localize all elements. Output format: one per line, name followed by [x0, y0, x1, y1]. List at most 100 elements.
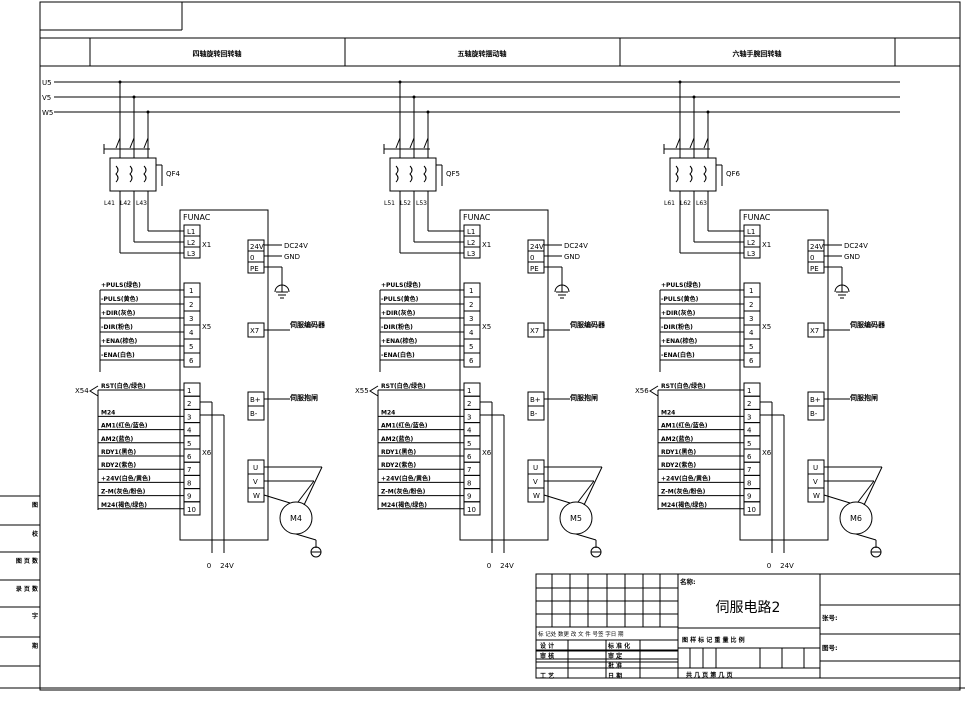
motor-earth: [855, 533, 877, 541]
x6-signal: M24(褐色/绿色): [101, 501, 147, 509]
x6-pin: 5: [747, 440, 751, 448]
x6-pin: 1: [187, 387, 191, 395]
brand-label: FUNAC: [183, 213, 211, 222]
brake-term: B-: [810, 410, 818, 418]
power-term-label: L3: [467, 250, 475, 258]
junction-dot: [706, 110, 710, 114]
x5-signal: -ENA(白色): [101, 351, 135, 359]
uvw-label: W: [253, 492, 260, 500]
x54-arrow: [89, 385, 99, 397]
x6-pin: 6: [467, 453, 472, 461]
switch-blade: [675, 137, 681, 149]
x5-signal: -ENA(白色): [661, 351, 695, 359]
title-block-frame: [535, 573, 961, 679]
thermal-element: [689, 165, 693, 183]
x6-signal: RDY2(紫色): [381, 461, 416, 469]
x6-signal: RST(白色/绿色): [381, 382, 426, 390]
brake-label: 伺服抱闸: [849, 393, 878, 402]
x5-pin: 1: [469, 287, 473, 295]
x6-signal: M24: [101, 409, 115, 416]
x5-pin: 4: [189, 329, 194, 337]
x6-pin: 4: [747, 427, 752, 435]
breaker-box: [109, 157, 157, 192]
junction-dot: [146, 110, 150, 114]
u-wire: [303, 466, 323, 506]
gnd-label: GND: [844, 253, 860, 261]
x5-signal: -ENA(白色): [381, 351, 415, 359]
x5-signal: -PULS(黄色): [381, 295, 419, 303]
x6-signal: AM1(红色/蓝色): [381, 422, 428, 430]
x6-signal: AM2(蓝色): [381, 435, 414, 443]
x6-pin: 8: [187, 479, 191, 487]
x7-label: X7: [530, 327, 539, 335]
uvw-label: V: [253, 478, 258, 486]
v24-label: 24V: [780, 562, 794, 570]
x5-signal: -PULS(黄色): [661, 295, 699, 303]
x5-pin: 1: [749, 287, 753, 295]
supply-term-label: 0: [530, 254, 534, 262]
junction-dot: [132, 95, 136, 99]
power-term-label: L2: [187, 239, 195, 247]
supply-term-label: PE: [810, 265, 819, 273]
x6-pin: 3: [467, 413, 471, 421]
x7-label: X7: [810, 327, 819, 335]
x6-signal: +24V(白色/黄色): [101, 474, 151, 482]
x6-pin: 6: [747, 453, 752, 461]
strip-label: 校: [32, 530, 39, 538]
x5-pin: 3: [749, 315, 753, 323]
strip-label: 期: [31, 642, 38, 650]
power-term-label: L1: [187, 228, 195, 236]
sig-role: 工 艺: [540, 672, 554, 680]
motor-earth: [575, 533, 597, 541]
x6-signal: M24(褐色/绿色): [661, 501, 707, 509]
x5-signal: +ENA(棕色): [101, 337, 138, 345]
x54-label: X55: [355, 387, 369, 395]
x5-pin: 6: [189, 357, 194, 365]
sig-role: 批 准: [608, 662, 622, 670]
breaker-box: [669, 157, 717, 192]
x6-signal: RST(白色/绿色): [661, 382, 706, 390]
thermal-element: [143, 165, 147, 183]
x6-pin: 3: [747, 413, 751, 421]
x6-pin: 7: [747, 466, 751, 474]
x1-label: X1: [202, 241, 211, 249]
x5-signal: -DIR(粉色): [101, 323, 133, 331]
x6-signal: Z-M(灰色/粉色): [381, 488, 426, 496]
power-term-label: L3: [747, 250, 755, 258]
x6-signal: AM1(红色/蓝色): [661, 422, 708, 430]
sig-role: 审 定: [608, 652, 622, 660]
supply-term-label: 24V: [530, 243, 544, 251]
x5-pin: 6: [469, 357, 474, 365]
supply-term-label: 24V: [250, 243, 264, 251]
u-wire: [583, 466, 603, 506]
x6-signal: RDY1(黑色): [381, 448, 416, 456]
title-block: 标 记处 数更 改 文 件 号签 字日 期设 计标 准 化审 核审 定批 准工 …: [535, 573, 961, 680]
switch-blade: [689, 137, 695, 149]
junction-dot: [678, 80, 682, 84]
bus-label: U5: [42, 79, 52, 87]
x6-pin: 2: [187, 400, 191, 408]
x5-pin: 3: [189, 315, 193, 323]
x1-label: X1: [762, 241, 771, 249]
x6-signal: Z-M(灰色/粉色): [101, 488, 146, 496]
dc24v-label: DC24V: [844, 242, 868, 250]
thermal-element: [703, 165, 707, 183]
junction-dot: [692, 95, 696, 99]
w-wire: [543, 494, 571, 504]
v24-label: 24V: [500, 562, 514, 570]
outer-border: [39, 1, 961, 691]
x5-pin: 5: [749, 343, 753, 351]
rev-header: 标 记处 数更 改 文 件 号签 字日 期: [538, 630, 624, 638]
strip-label: 录 页 数: [16, 585, 39, 593]
brake-terminal: [527, 405, 545, 421]
power-term-label: L3: [187, 250, 195, 258]
x54-label: X54: [75, 387, 89, 395]
zero-label: 0: [207, 562, 211, 570]
x6-pin: 4: [467, 427, 472, 435]
strip-label: 图 页 数: [16, 557, 39, 565]
uvw-label: U: [253, 464, 258, 472]
uvw-label: W: [813, 492, 820, 500]
x6-signal: M24: [661, 409, 675, 416]
x5-label: X5: [202, 323, 211, 331]
